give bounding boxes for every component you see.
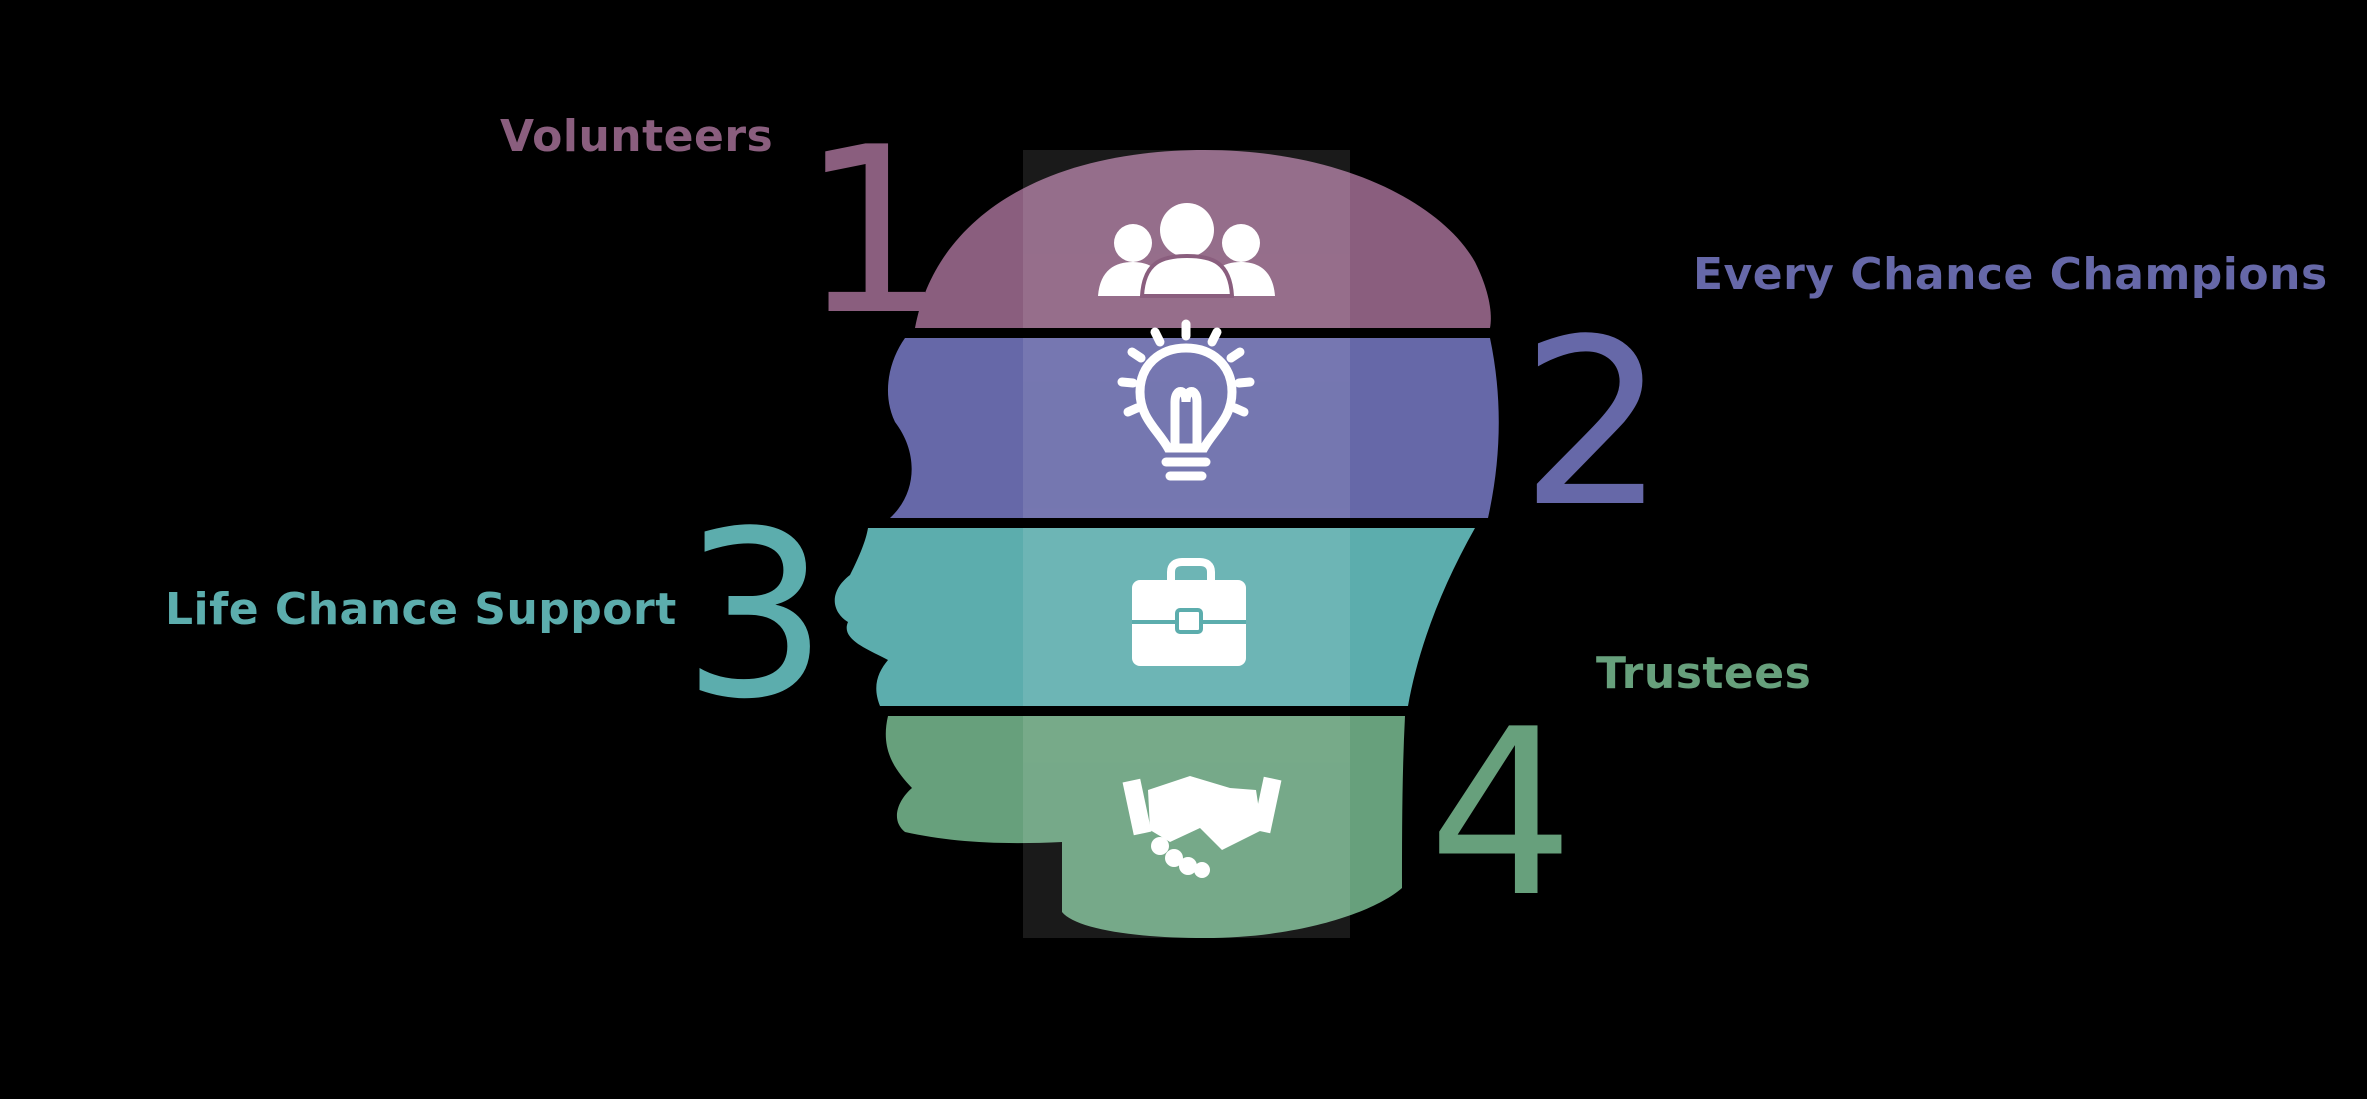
layer-2-number: 2 <box>1520 291 1667 558</box>
layer-4-label: Trustees <box>1596 648 1812 699</box>
layer-1-label: Volunteers <box>500 111 774 162</box>
briefcase-icon <box>1132 558 1246 666</box>
handshake-icon <box>1122 776 1282 878</box>
layer-2-label: Every Chance Champions <box>1693 249 2328 300</box>
layer-3-number: 3 <box>682 483 829 750</box>
people-group-icon <box>1098 203 1275 298</box>
layer-1-number: 1 <box>800 99 947 366</box>
lightbulb-icon <box>1117 319 1255 481</box>
layer-4-number: 4 <box>1428 681 1575 948</box>
layer-3-label: Life Chance Support <box>165 584 677 635</box>
